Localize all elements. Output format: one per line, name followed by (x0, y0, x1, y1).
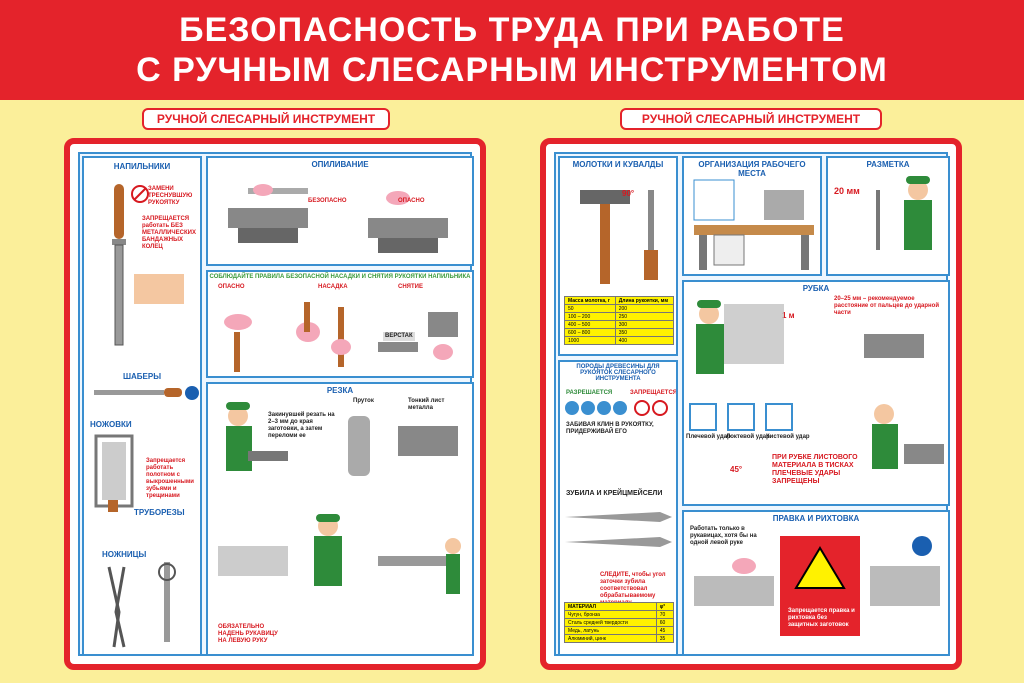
wood-forbidden: ЗАПРЕЩАЕТСЯ (630, 390, 678, 396)
hacksaws-title: НОЖОВКИ (90, 420, 132, 429)
filing-illustration (228, 184, 448, 253)
table-cell: 60 (655, 618, 675, 627)
tools-column: НАПИЛЬНИКИ ЗАМЕНИ ТРЕСНУВШУЮ РУКОЯТКУ ЗА… (82, 156, 202, 656)
workplace-title: ОРГАНИЗАЦИЯ РАБОЧЕГО МЕСТА (698, 160, 806, 178)
chopping-distance: 20–25 мм – рекомендуемое расстояние от п… (834, 296, 940, 316)
table-cell: 100 – 200 (564, 312, 616, 321)
wood-chisel-section: ПОРОДЫ ДРЕВЕСИНЫ ДЛЯ РУКОЯТОК СЛЕСАРНОГО… (558, 360, 678, 656)
workplace-section: ОРГАНИЗАЦИЯ РАБОЧЕГО МЕСТА (682, 156, 822, 276)
rod-label: Пруток (353, 398, 374, 404)
hammer-illustration (580, 190, 658, 284)
mounting-title: СОБЛЮДАЙТЕ ПРАВИЛА БЕЗОПАСНОЙ НАСАДКИ И … (209, 274, 471, 280)
right-section-tag: РУЧНОЙ СЛЕСАРНЫЙ ИНСТРУМЕНТ (620, 108, 882, 130)
files-title: НАПИЛЬНИКИ (113, 162, 171, 171)
glove-warning: ОБЯЗАТЕЛЬНО НАДЕНЬ РУКАВИЦУ НА ЛЕВУЮ РУК… (218, 624, 278, 644)
chisel-angle: 45° (730, 465, 743, 474)
marking-title: РАЗМЕТКА (866, 160, 910, 169)
straightening-illustration (694, 536, 940, 636)
table-cell: 45 (655, 626, 675, 635)
filing-title: ОПИЛИВАНИЕ (311, 160, 369, 169)
cutting-section: РЕЗКА Закинувшей резать на 2–3 мм до кра… (206, 382, 474, 656)
table-cell: 600 – 800 (564, 328, 616, 337)
table-cell: 200 (614, 304, 675, 313)
hacksaw-illustration (94, 434, 134, 512)
table-cell: Медь, латунь (564, 626, 657, 635)
table-header: φ° (655, 602, 675, 611)
table-header: МАТЕРИАЛ (564, 602, 657, 611)
scrapers-title: ШАБЕРЫ (122, 372, 162, 381)
chisel-illustration (565, 512, 672, 547)
thin-sheet-label: Тонкий лист металла (408, 398, 445, 411)
straightening-section: ПРАВКА И РИХТОВКА Работать только в рука… (682, 510, 950, 656)
table-cell: 70 (655, 610, 675, 619)
table-header: Длина рукоятки, мм (614, 296, 675, 305)
pipecutters-title: ТРУБОРЕЗЫ (134, 508, 185, 517)
marking-illustration (876, 176, 932, 250)
filing-section: ОПИЛИВАНИЕ ОПАСНО БЕЗОПАСНО (206, 156, 474, 266)
table-cell: Чугун, бронза (564, 610, 657, 619)
marking-distance: 20 мм (834, 186, 860, 196)
wedge-note: ЗАБИВАЯ КЛИН В РУКОЯТКУ, ПРИДЕРЖИВАЙ ЕГО (566, 422, 654, 435)
workbench-label: ВЕРСТАК (383, 332, 415, 341)
left-section-tag: РУЧНОЙ СЛЕСАРНЫЙ ИНСТРУМЕНТ (142, 108, 390, 130)
chopping-section: РУБКА 20–25 мм – рекомендуемое расстояни… (682, 280, 950, 506)
mounting-label-danger: ОПАСНО (218, 284, 245, 290)
cutting-title: РЕЗКА (326, 386, 354, 395)
hacksaws-forbidden-note: Запрещается работать полотном с выкрошен… (146, 458, 194, 499)
strike-label-wrist: Кистевой удар (766, 434, 810, 440)
table-cell: 400 – 500 (564, 320, 616, 329)
straightening-forbidden: Запрещается правка и рихтовка без защитн… (788, 608, 855, 628)
shears-title: НОЖНИЦЫ (102, 550, 147, 559)
filing-danger-label: ОПАСНО (398, 198, 425, 204)
cutting-illustration (218, 402, 461, 594)
table-cell: 250 (614, 312, 675, 321)
wood-icons (565, 400, 668, 416)
cutting-note: Закинувшей резать на 2–3 мм до края заго… (268, 412, 335, 439)
table-header: Масса молотка, г (564, 296, 616, 305)
mounting-label-fit: НАСАДКА (318, 284, 348, 290)
table-cell: 350 (614, 328, 675, 337)
marking-section: РАЗМЕТКА 20 мм (826, 156, 950, 276)
chopping-illustration (689, 300, 944, 469)
files-replace-note: ЗАМЕНИ ТРЕСНУВШУЮ РУКОЯТКУ (148, 186, 193, 206)
shears-pipecutter-illustration (107, 562, 176, 648)
table-cell: 50 (564, 304, 616, 313)
left-inner-frame: НАПИЛЬНИКИ ЗАМЕНИ ТРЕСНУВШУЮ РУКОЯТКУ ЗА… (78, 152, 474, 656)
file-tool-illustration (112, 184, 184, 346)
filing-safe-label: БЕЗОПАСНО (308, 198, 347, 204)
table-cell: 35 (655, 634, 675, 643)
chisels-title: ЗУБИЛА И КРЕЙЦМЕЙСЕЛИ (566, 490, 663, 497)
poster-header: БЕЗОПАСНОСТЬ ТРУДА ПРИ РАБОТЕ С РУЧНЫМ С… (0, 0, 1024, 100)
strike-label-elbow: Локтевой удар (726, 434, 770, 440)
scraper-illustration (94, 386, 199, 400)
chopping-title: РУБКА (802, 284, 830, 293)
left-poster-panel: НАПИЛЬНИКИ ЗАМЕНИ ТРЕСНУВШУЮ РУКОЯТКУ ЗА… (64, 138, 486, 670)
table-cell: 1000 (564, 336, 616, 345)
mounting-label-remove: СНЯТИЕ (398, 284, 423, 290)
workbench-illustration (693, 179, 814, 270)
wood-allowed: РАЗРЕШАЕТСЯ (566, 390, 613, 396)
straightening-note: Работать только в рукавицах, хотя бы на … (690, 526, 757, 546)
table-cell: Алюминий, цинк (564, 634, 657, 643)
chopping-metre: 1 м (782, 311, 795, 320)
straightening-title: ПРАВКА И РИХТОВКА (772, 514, 860, 523)
table-cell: Сталь средней твердости (564, 618, 657, 627)
poster-title-line-2: С РУЧНЫМ СЛЕСАРНЫМ ИНСТРУМЕНТОМ (136, 51, 888, 89)
wood-title: ПОРОДЫ ДРЕВЕСИНЫ ДЛЯ РУКОЯТОК СЛЕСАРНОГО… (576, 364, 660, 382)
table-cell: 400 (614, 336, 675, 345)
files-forbidden-note: ЗАПРЕЩАЕТСЯ работать БЕЗ МЕТАЛЛИЧЕСКИХ Б… (142, 216, 196, 250)
handle-mounting-section: СОБЛЮДАЙТЕ ПРАВИЛА БЕЗОПАСНОЙ НАСАДКИ И … (206, 270, 474, 378)
poster-title-line-1: БЕЗОПАСНОСТЬ ТРУДА ПРИ РАБОТЕ (179, 11, 845, 49)
strike-label-shoulder: Плечевой удар (686, 434, 731, 440)
mounting-illustration (224, 302, 458, 372)
hammer-angle: 90° (622, 189, 635, 198)
hammers-title: МОЛОТКИ И КУВАЛДЫ (572, 160, 664, 169)
table-cell: 300 (614, 320, 675, 329)
strike-warning: ПРИ РУБКЕ ЛИСТОВОГО МАТЕРИАЛА В ТИСКАХ П… (772, 454, 858, 485)
